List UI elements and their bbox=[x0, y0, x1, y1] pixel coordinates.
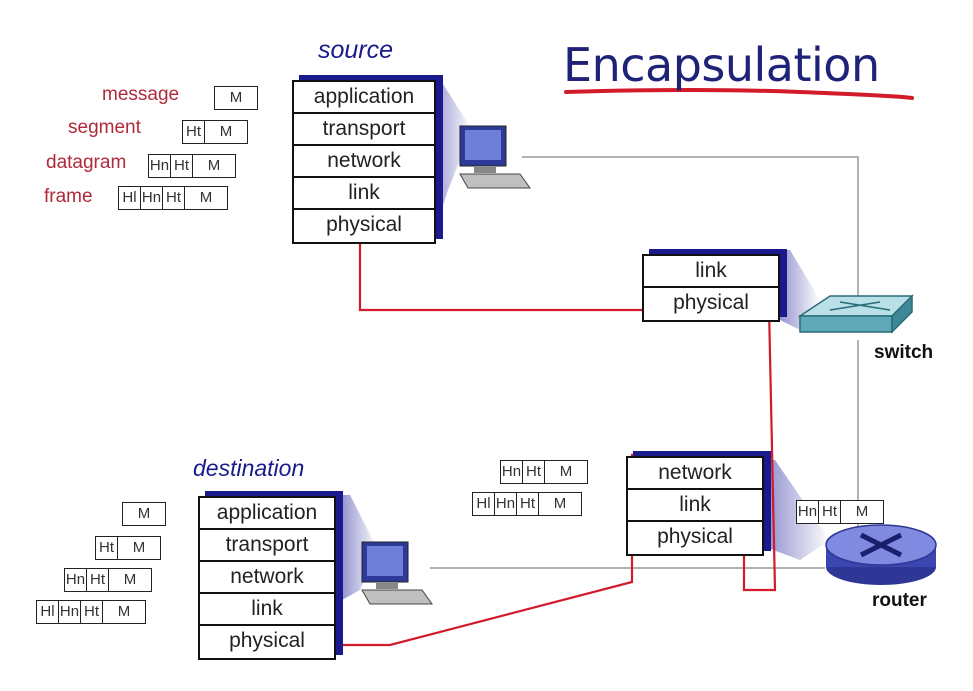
source-label: source bbox=[318, 36, 394, 64]
dest-layer-physical: physical bbox=[200, 626, 334, 658]
router-label: router bbox=[872, 590, 927, 611]
router-layer-network: network bbox=[628, 458, 762, 490]
dest-layer-link: link bbox=[200, 594, 334, 626]
computer-icon bbox=[361, 541, 433, 605]
destination-stack: application transport network link physi… bbox=[198, 496, 336, 660]
source-layer-physical: physical bbox=[294, 210, 434, 242]
router-stack: network link physical bbox=[626, 456, 764, 556]
switch-layer-link: link bbox=[644, 256, 778, 288]
source-layer-transport: transport bbox=[294, 114, 434, 146]
dest-packet-message: M bbox=[122, 502, 166, 526]
router-icon bbox=[825, 524, 937, 585]
dest-packet-frame: Hl Hn Ht M bbox=[36, 600, 146, 624]
source-beam bbox=[432, 76, 472, 240]
router-output-packet: Hn Ht M bbox=[796, 500, 884, 524]
dest-packet-segment: Ht M bbox=[95, 536, 161, 560]
label-datagram: datagram bbox=[46, 152, 127, 173]
source-layer-application: application bbox=[294, 82, 434, 114]
title-underline bbox=[564, 88, 914, 100]
dest-beam bbox=[342, 495, 378, 600]
source-layer-link: link bbox=[294, 178, 434, 210]
router-layer-physical: physical bbox=[628, 522, 762, 554]
destination-label: destination bbox=[193, 455, 305, 481]
label-message: message bbox=[102, 84, 180, 105]
packet-frame: Hl Hn Ht M bbox=[118, 186, 228, 210]
link-source-switch bbox=[522, 156, 859, 300]
switch-layer-physical: physical bbox=[644, 288, 778, 320]
dest-layer-transport: transport bbox=[200, 530, 334, 562]
dest-layer-network: network bbox=[200, 562, 334, 594]
packet-segment: Ht M bbox=[182, 120, 248, 144]
router-layer-link: link bbox=[628, 490, 762, 522]
label-frame: frame bbox=[44, 186, 93, 207]
label-segment: segment bbox=[68, 117, 141, 138]
switch-label: switch bbox=[874, 342, 934, 363]
packet-message: M bbox=[214, 86, 258, 110]
source-layer-network: network bbox=[294, 146, 434, 178]
packet-datagram: Hn Ht M bbox=[148, 154, 236, 178]
page-title: Encapsulation bbox=[563, 38, 880, 92]
switch-stack: link physical bbox=[642, 254, 780, 322]
router-packet-frame: Hl Hn Ht M bbox=[472, 492, 582, 516]
source-stack: application transport network link physi… bbox=[292, 80, 436, 244]
dest-packet-datagram: Hn Ht M bbox=[64, 568, 152, 592]
dest-layer-application: application bbox=[200, 498, 334, 530]
computer-icon bbox=[459, 125, 531, 189]
router-packet-datagram: Hn Ht M bbox=[500, 460, 588, 484]
switch-icon bbox=[797, 294, 914, 334]
